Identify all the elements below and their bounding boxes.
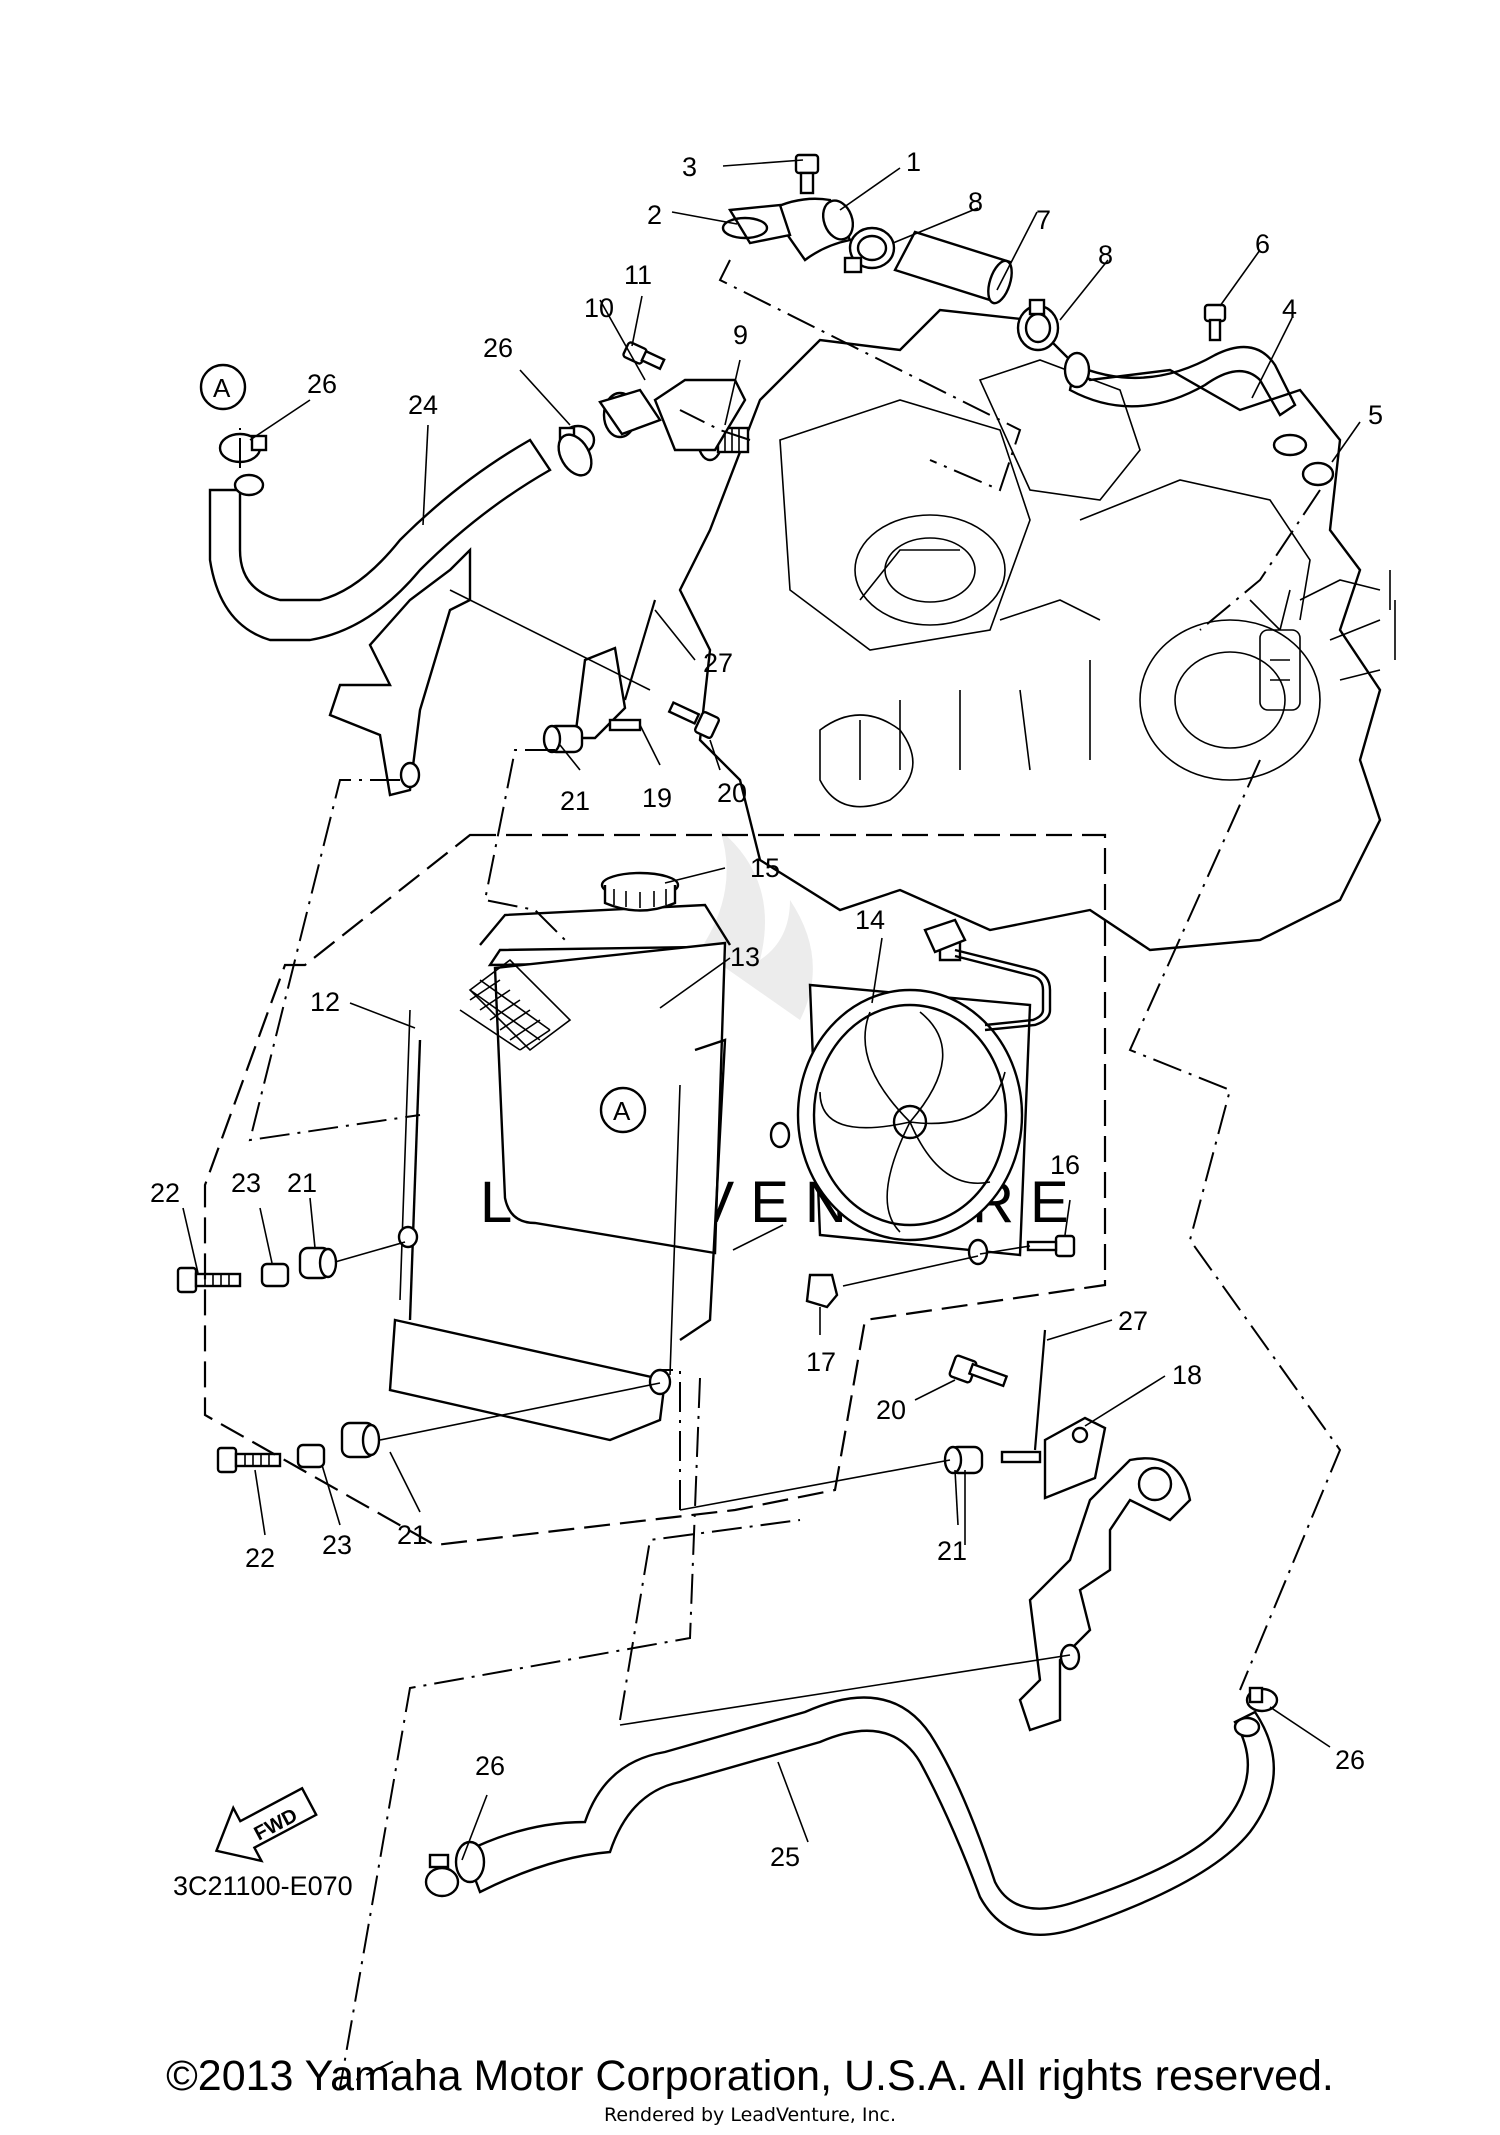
rendered-by-note: Rendered by LeadVenture, Inc. (603, 2104, 897, 2126)
callout-8-upper: 8 (968, 187, 983, 217)
part-24-radiator-hose (208, 433, 593, 642)
callout-13: 13 (730, 942, 760, 972)
fastener-set-left-upper (176, 1246, 338, 1294)
part-10-thermostat-cover (598, 378, 747, 452)
part-15-radiator-cap (600, 871, 680, 912)
part-27-pin-lower (1033, 1329, 1047, 1451)
callout-21-lower-right: 21 (937, 1536, 967, 1566)
callout-5: 5 (1368, 400, 1383, 430)
part-12-assembly-boundary (203, 833, 1107, 1547)
callout-8-lower: 8 (1098, 240, 1113, 270)
ref-marker-a-upper-label: A (213, 373, 231, 403)
callout-21-upper: 21 (560, 786, 590, 816)
part-14-fan (769, 918, 1052, 1266)
part-5-o-ring (1301, 461, 1335, 487)
callout-11: 11 (624, 260, 652, 290)
callout-26-upper-hose: 26 (483, 333, 513, 363)
leader-lines (182, 159, 1361, 1861)
callout-27-upper: 27 (703, 648, 733, 678)
part-18-bracket (1043, 1416, 1107, 1500)
callout-20-upper: 20 (717, 778, 747, 808)
part-19-bracket (573, 646, 642, 740)
callout-23-upper: 23 (231, 1168, 261, 1198)
callouts: 1 2 3 4 5 6 7 8 8 9 10 11 12 13 14 15 16… (150, 147, 1383, 1872)
assembly-lines (239, 259, 1342, 2090)
part-8-clamp-upper (843, 226, 896, 274)
callout-10: 10 (584, 293, 614, 323)
callout-9: 9 (733, 320, 748, 350)
bracket-lower-right (1018, 1457, 1192, 1732)
part-7-hose (893, 230, 1013, 305)
callout-12: 12 (310, 987, 340, 1017)
part-26-clamp-lower-right (1245, 1686, 1279, 1713)
callout-24: 24 (408, 390, 438, 420)
part-13-radiator (388, 903, 732, 1442)
part-25-radiator-hose (454, 1696, 1275, 1936)
part-26-clamp-lower-left (424, 1853, 460, 1898)
callout-17: 17 (806, 1347, 836, 1377)
callout-6: 6 (1255, 229, 1270, 259)
bracket-upper-left (328, 547, 472, 797)
callout-27-lower: 27 (1118, 1306, 1148, 1336)
callout-25: 25 (770, 1842, 800, 1872)
callout-3: 3 (682, 152, 697, 182)
callout-18: 18 (1172, 1360, 1202, 1390)
part-20-bolt-upper (667, 700, 721, 739)
part-17-clip (805, 1273, 839, 1309)
ref-marker-a-radiator: A (599, 1086, 647, 1134)
callout-26-upper-a: 26 (307, 369, 337, 399)
callout-1: 1 (906, 147, 921, 177)
diagram-code: 3C21100-E070 (173, 1871, 353, 1901)
part-4-water-pipe (1063, 345, 1308, 457)
callout-20-lower: 20 (876, 1395, 906, 1425)
part-6-bolt (1203, 303, 1227, 342)
callout-26-lower-right: 26 (1335, 1745, 1365, 1775)
callout-22-upper: 22 (150, 1178, 180, 1208)
part-26-clamp-a (218, 432, 268, 497)
engine-block (678, 308, 1396, 952)
part-8-clamp-lower (1016, 298, 1060, 352)
callout-7: 7 (1036, 205, 1051, 235)
part-2-gasket (721, 203, 792, 245)
callout-15: 15 (750, 853, 780, 883)
part-1-outlet-pipe (768, 197, 855, 262)
callout-14: 14 (855, 905, 885, 935)
copyright-notice: ©2013 Yamaha Motor Corporation, U.S.A. A… (166, 2052, 1334, 2100)
callout-26-lower-left: 26 (475, 1751, 505, 1781)
callout-21-left-upper: 21 (287, 1168, 317, 1198)
fastener-set-left-lower (216, 1421, 381, 1474)
fwd-arrow: FWD (214, 1786, 318, 1863)
part-20-bolt-lower (948, 1354, 1009, 1388)
part-16-bolt (1026, 1234, 1076, 1258)
ref-marker-a-radiator-label: A (613, 1096, 631, 1126)
callout-21-left-lower: 21 (397, 1520, 427, 1550)
callout-4: 4 (1282, 294, 1297, 324)
part-27-pin-upper (623, 599, 657, 701)
ref-marker-a-upper: A (199, 363, 247, 411)
callout-2: 2 (647, 200, 662, 230)
part-21-grommet-lower (943, 1445, 1042, 1475)
callout-23-lower: 23 (322, 1530, 352, 1560)
callout-16: 16 (1050, 1150, 1080, 1180)
callout-19: 19 (642, 783, 672, 813)
callout-22-lower: 22 (245, 1543, 275, 1573)
part-11-bolt (622, 341, 666, 371)
